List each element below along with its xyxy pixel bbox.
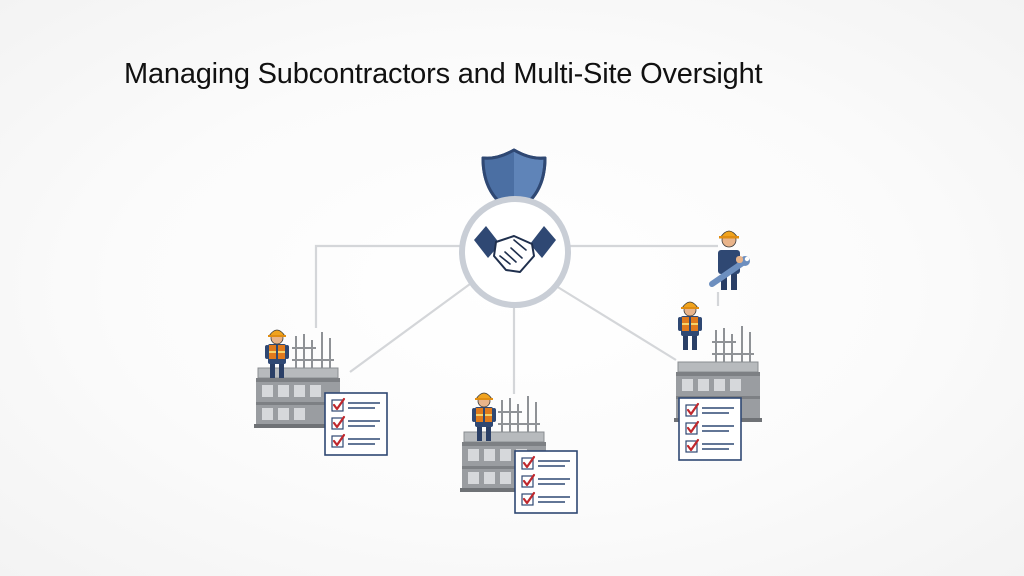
checklist-icon <box>323 391 389 457</box>
site-left <box>253 329 389 457</box>
connector-lower-right <box>555 285 677 361</box>
subcontractor-worker-icon <box>709 230 750 290</box>
checklist-icon <box>677 396 743 462</box>
site-right <box>673 301 763 462</box>
connector-lines <box>314 244 720 394</box>
checklist-icon <box>513 449 579 515</box>
site-center <box>459 392 579 515</box>
page-title: Managing Subcontractors and Multi-Site O… <box>124 58 763 90</box>
construction-worker-icon <box>677 301 703 351</box>
connector-left <box>314 244 460 328</box>
connector-lower-left <box>349 283 471 373</box>
handshake-icon <box>474 226 556 273</box>
